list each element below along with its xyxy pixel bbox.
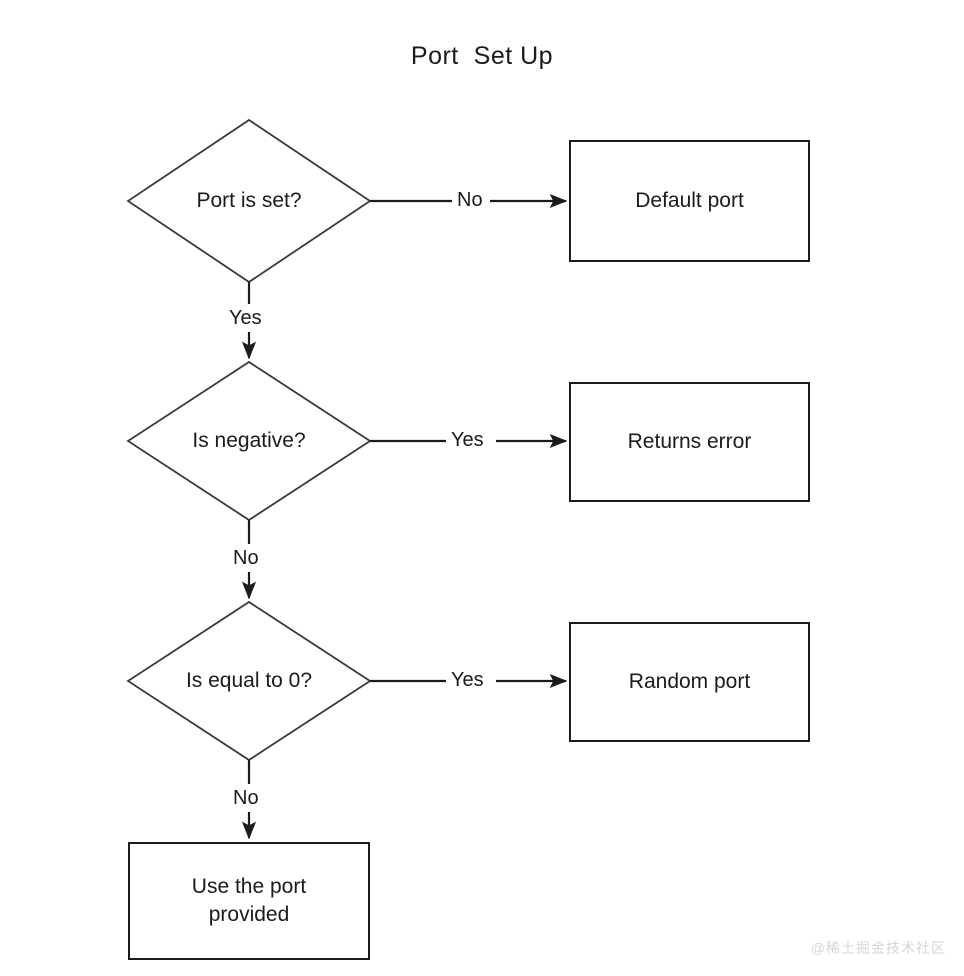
page-title: Port Set Up bbox=[410, 42, 554, 70]
edge-label-yes-random-port: Yes bbox=[446, 670, 489, 690]
process-box-default-port[interactable]: Default port bbox=[569, 140, 810, 262]
decision-label-is-equal-to-zero[interactable]: Is equal to 0? bbox=[185, 669, 313, 693]
process-box-use-the-port-provided[interactable]: Use the port provided bbox=[128, 842, 370, 960]
decision-label-port-is-set[interactable]: Port is set? bbox=[196, 189, 302, 213]
watermark-text: @稀土掘金技术社区 bbox=[810, 940, 946, 956]
edge-label-yes-returns-error: Yes bbox=[446, 430, 489, 450]
edge-label-no-is-equal-to-zero: No bbox=[228, 548, 264, 568]
decision-label-is-negative[interactable]: Is negative? bbox=[192, 429, 306, 453]
edge-label-no-use-port: No bbox=[228, 788, 264, 808]
process-box-returns-error[interactable]: Returns error bbox=[569, 382, 810, 502]
edge-label-no-default-port: No bbox=[452, 190, 488, 210]
edge-label-yes-is-negative: Yes bbox=[224, 308, 267, 328]
process-box-random-port[interactable]: Random port bbox=[569, 622, 810, 742]
